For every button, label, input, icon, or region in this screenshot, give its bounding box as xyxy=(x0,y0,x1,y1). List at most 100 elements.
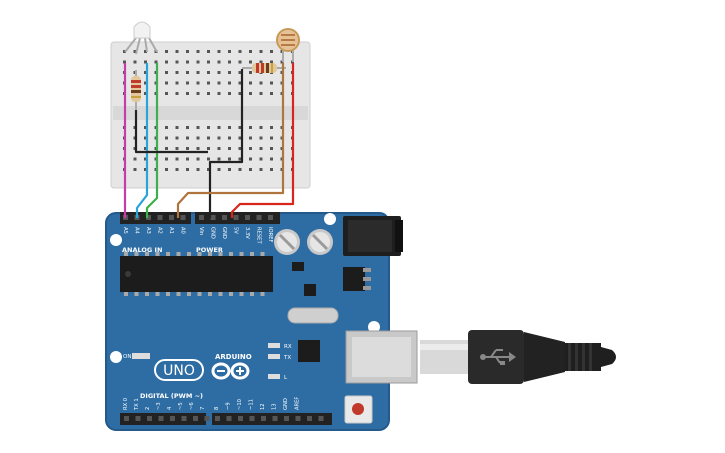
breadboard-hole xyxy=(196,81,200,85)
power-label: POWER xyxy=(196,246,223,254)
header-pin xyxy=(204,416,210,421)
breadboard-hole xyxy=(228,157,231,161)
breadboard-hole xyxy=(249,92,252,95)
breadboard-hole xyxy=(249,147,252,150)
rx-led: RX xyxy=(268,343,292,350)
red-wire[interactable] xyxy=(230,63,295,218)
header-pin xyxy=(307,416,312,421)
breadboard-hole xyxy=(217,136,221,140)
breadboard-hole xyxy=(207,71,210,74)
breadboard-hole xyxy=(259,50,263,53)
breadboard-hole xyxy=(259,81,263,85)
breadboard-hole xyxy=(175,50,179,53)
header-pin xyxy=(146,215,151,220)
pin-label: Vin xyxy=(198,227,204,235)
breadboard-hole xyxy=(196,71,200,74)
usb-cable[interactable] xyxy=(420,330,616,384)
breadboard-hole xyxy=(249,168,252,171)
pin-label: ~10 xyxy=(237,399,243,410)
analog-in-label: ANALOG IN xyxy=(122,246,162,254)
smd-chip xyxy=(292,262,304,271)
breadboard-hole xyxy=(133,60,137,64)
header-pin xyxy=(124,416,129,421)
pin-label: AREF xyxy=(295,397,301,410)
tx-led-label: TX xyxy=(283,355,291,361)
breadboard-hole xyxy=(207,92,210,95)
pin-label: 7 xyxy=(200,407,206,410)
breadboard-hole xyxy=(207,147,210,150)
header-pin xyxy=(284,416,289,421)
breadboard-hole xyxy=(165,157,168,161)
resistor-horizontal[interactable] xyxy=(242,63,286,73)
pin-label: 8 xyxy=(214,407,220,410)
breadboard-hole xyxy=(249,157,252,161)
rx-led-label: RX xyxy=(284,344,292,350)
breadboard-hole xyxy=(228,126,231,129)
capacitor xyxy=(307,229,333,255)
pin-label: GND xyxy=(210,227,216,239)
breadboard-hole xyxy=(207,168,210,171)
rgb-led[interactable] xyxy=(124,21,158,55)
breadboard-hole xyxy=(186,168,189,171)
breadboard-hole xyxy=(259,126,263,129)
green-wire[interactable] xyxy=(145,63,159,218)
black-wire-ground[interactable] xyxy=(208,69,244,218)
brown-wire[interactable] xyxy=(176,63,285,218)
breadboard-hole xyxy=(217,71,221,74)
breadboard-hole xyxy=(249,126,252,129)
breadboard-hole xyxy=(165,60,168,64)
header-pin xyxy=(180,215,186,220)
breadboard-hole xyxy=(217,81,221,85)
breadboard-hole xyxy=(270,136,273,140)
header-pin xyxy=(256,215,262,220)
resistor-vertical[interactable] xyxy=(131,70,141,110)
pin-label: A0 xyxy=(180,227,186,234)
pin-label: TX 1 xyxy=(134,398,140,411)
voltage-regulator xyxy=(343,267,371,291)
header-pin xyxy=(157,215,163,220)
header-pin xyxy=(233,215,239,220)
reset-button[interactable] xyxy=(344,395,373,424)
header-pin xyxy=(193,416,198,421)
breadboard-hole xyxy=(196,168,200,171)
breadboard-hole xyxy=(228,71,231,74)
breadboard-hole xyxy=(175,147,179,150)
breadboard-hole xyxy=(238,50,242,53)
header-pin xyxy=(318,416,324,421)
photoresistor[interactable] xyxy=(276,28,300,62)
blue-wire[interactable] xyxy=(135,63,149,218)
header-pin xyxy=(238,416,243,421)
black-wire-led[interactable] xyxy=(134,110,208,154)
breadboard-hole xyxy=(186,60,189,64)
mounting-hole xyxy=(324,213,336,225)
breadboard-hole xyxy=(238,157,242,161)
breadboard-hole xyxy=(186,126,189,129)
header-pin xyxy=(199,215,204,220)
header-pin xyxy=(245,215,250,220)
breadboard-hole xyxy=(133,168,137,171)
breadboard-hole xyxy=(186,71,189,74)
pin-label: ~9 xyxy=(226,402,232,410)
header-pin xyxy=(169,215,174,220)
breadboard-hole xyxy=(175,81,179,85)
header-pin xyxy=(170,416,175,421)
pin-label: A5 xyxy=(122,227,128,234)
header-pin xyxy=(222,215,227,220)
uno-logo-text: UNO xyxy=(163,363,195,379)
breadboard-hole xyxy=(186,136,189,140)
breadboard-hole xyxy=(196,50,200,53)
header-pin xyxy=(210,215,216,220)
breadboard-hole xyxy=(270,147,273,150)
breadboard-hole xyxy=(238,92,242,95)
breadboard-hole xyxy=(207,136,210,140)
breadboard-hole xyxy=(123,60,126,64)
dc-power-jack xyxy=(343,216,403,256)
breadboard-hole xyxy=(270,126,273,129)
capacitor xyxy=(274,229,300,255)
pin-label: A3 xyxy=(145,227,151,234)
pin-label: GND xyxy=(221,227,227,239)
breadboard-hole xyxy=(175,136,179,140)
header-pin xyxy=(272,416,278,421)
